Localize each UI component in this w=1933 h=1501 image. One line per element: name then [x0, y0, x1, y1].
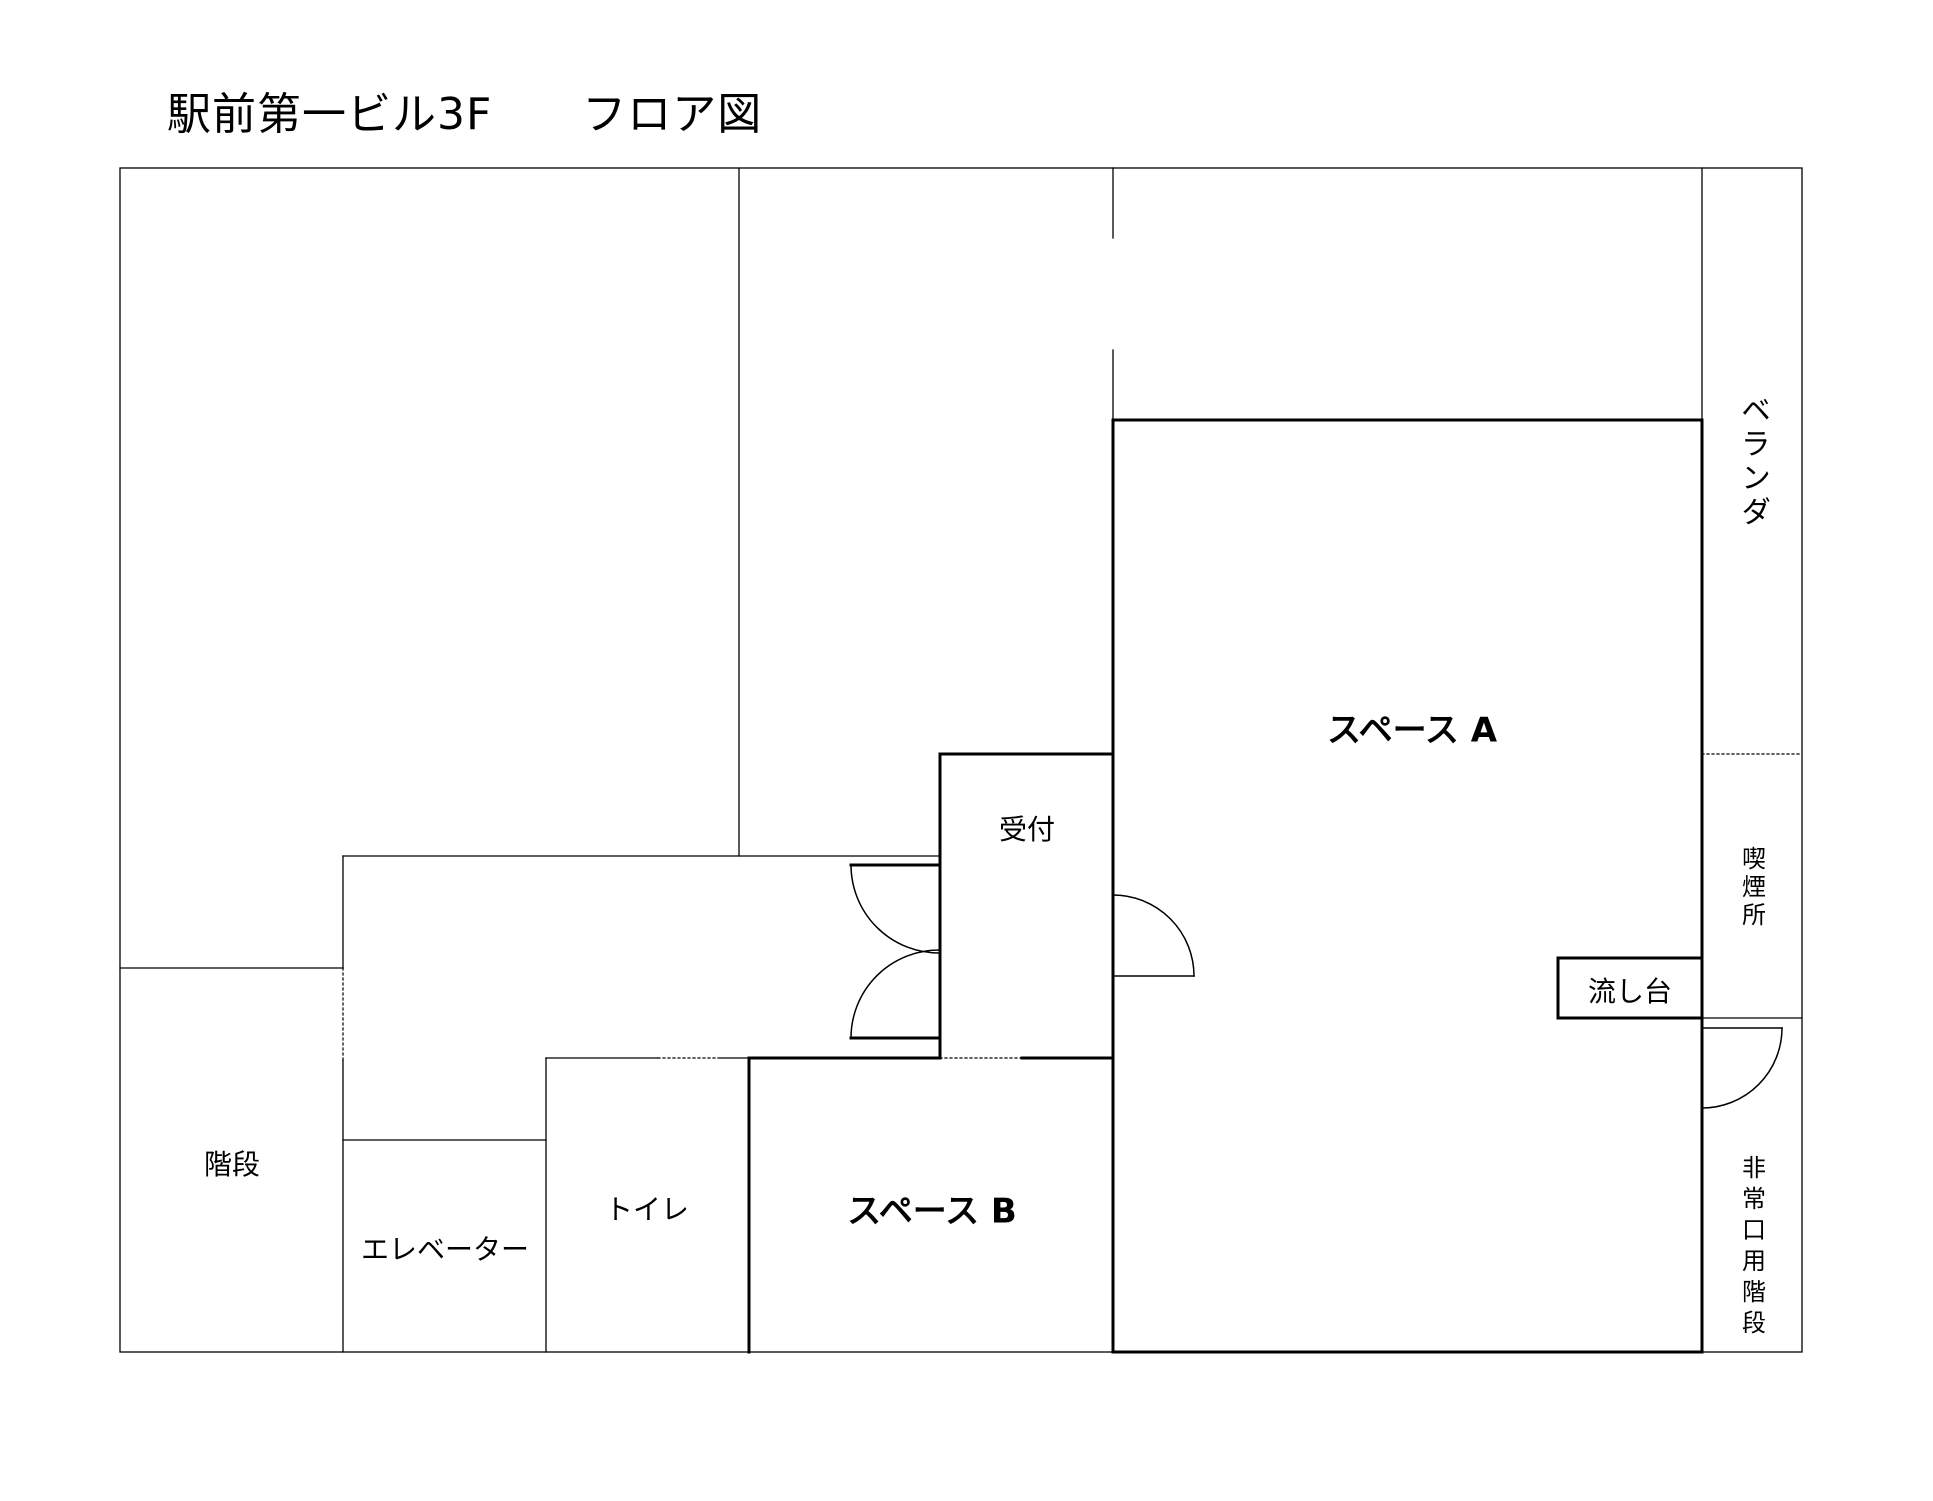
door-bottom-arc [850, 949, 941, 1039]
door-emergency-arc [1701, 1027, 1783, 1109]
stairs-label: 階段 [203, 1148, 261, 1181]
toilet-label: トイレ [604, 1193, 690, 1226]
veranda-label: ベランダ [1735, 394, 1770, 530]
page-title: 駅前第一ビル3F フロア図 [167, 89, 763, 140]
smoking-area-label: 喫煙所 [1737, 846, 1766, 930]
elevator-label: エレベーター [360, 1233, 530, 1266]
door-space-a-arc [1112, 894, 1195, 977]
dotted-openings [342, 753, 1803, 1061]
building-outline [119, 167, 1803, 1353]
reception-label: 受付 [998, 813, 1056, 846]
thick-walls [747, 418, 1704, 1354]
thin-walls [119, 167, 1803, 1353]
doors [850, 864, 1783, 1109]
space-b-label: スペース B [847, 1191, 1017, 1232]
door-top-arc [850, 864, 941, 954]
sink-counter [1556, 956, 1704, 1020]
space-a-label: スペース A [1326, 710, 1498, 751]
sink-label: 流し台 [1587, 975, 1673, 1008]
emergency-stairs-label: 非常口用階段 [1737, 1155, 1766, 1341]
